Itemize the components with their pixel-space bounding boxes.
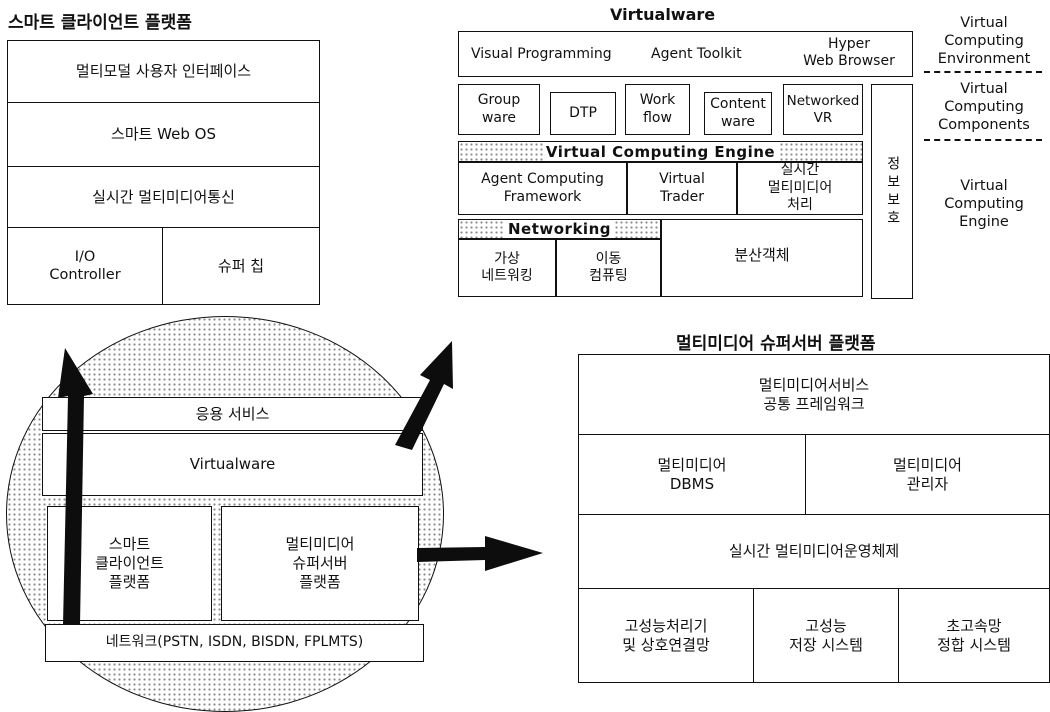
- server-platform-title: 멀티미디어 슈퍼서버 플랫폼: [676, 334, 876, 354]
- virtual-networking: 가상 네트워킹: [458, 239, 556, 297]
- side-label-engine: Virtual Computing Engine: [944, 178, 1024, 231]
- component-workflow: Work flow: [625, 84, 690, 135]
- overview-server-platform: 멀티미디어 슈퍼서버 플랫폼: [221, 506, 419, 621]
- arrow-up-left: [58, 348, 93, 625]
- client-io-controller: I/O Controller: [7, 227, 163, 305]
- server-high-perf-processor: 고성능처리기 및 상호연결망: [578, 588, 754, 683]
- client-platform-title: 스마트 클라이언트 플랫폼: [8, 13, 192, 33]
- virtual-computing-engine-label: Virtual Computing Engine: [542, 142, 779, 161]
- environment-divider: [924, 71, 1042, 73]
- visual-programming-label: Visual Programming: [471, 46, 612, 62]
- overview-virtualware: Virtualware: [42, 433, 423, 496]
- server-high-perf-storage: 고성능 저장 시스템: [753, 588, 899, 683]
- client-layer-realtime-comm: 실시간 멀티미디어통신: [7, 166, 320, 228]
- agent-computing-framework: Agent Computing Framework: [458, 162, 627, 215]
- networking-band: Networking: [458, 219, 661, 239]
- server-common-framework: 멀티미디어서비스 공통 프레임워크: [578, 354, 1050, 435]
- realtime-multimedia-processing: 실시간 멀티미디어 처리: [737, 162, 863, 215]
- security-label: 정보보호: [884, 155, 901, 228]
- components-divider: [924, 139, 1042, 141]
- server-network-interface: 초고속망 정합 시스템: [898, 588, 1050, 683]
- networking-label: Networking: [505, 220, 614, 238]
- client-layer-smart-web-os: 스마트 Web OS: [7, 102, 320, 167]
- overview-network: 네트워크(PSTN, ISDN, BISDN, FPLMTS): [45, 624, 424, 662]
- mobile-computing: 이동 컴퓨팅: [556, 239, 661, 297]
- component-networked-vr: Networked VR: [783, 84, 863, 135]
- hyper-web-browser-label: Hyper Web Browser: [803, 36, 895, 69]
- component-contentware: Content ware: [704, 92, 772, 135]
- server-multimedia-manager: 멀티미디어 관리자: [805, 434, 1050, 515]
- virtualware-title: Virtualware: [610, 5, 716, 24]
- virtual-trader: Virtual Trader: [627, 162, 737, 215]
- client-super-chip: 슈퍼 칩: [162, 227, 320, 305]
- server-multimedia-dbms: 멀티미디어 DBMS: [578, 434, 806, 515]
- component-groupware: Group ware: [458, 84, 540, 135]
- side-label-components: Virtual Computing Components: [938, 81, 1030, 134]
- distributed-object: 분산객체: [661, 219, 863, 297]
- security-column: 정보보호: [871, 84, 913, 299]
- arrow-up-right: [395, 341, 453, 450]
- server-realtime-os: 실시간 멀티미디어운영체제: [578, 514, 1050, 589]
- arrow-right: [417, 536, 543, 571]
- component-dtp: DTP: [550, 92, 616, 135]
- virtualware-env-row: Visual Programming Agent Toolkit Hyper W…: [458, 31, 913, 77]
- overview-app-service: 응용 서비스: [42, 397, 423, 431]
- virtual-computing-engine-band: Virtual Computing Engine: [458, 141, 863, 162]
- agent-toolkit-label: Agent Toolkit: [651, 46, 742, 62]
- side-label-environment: Virtual Computing Environment: [937, 15, 1031, 68]
- client-layer-multimodal-ui: 멀티모덜 사용자 인터페이스: [7, 40, 320, 103]
